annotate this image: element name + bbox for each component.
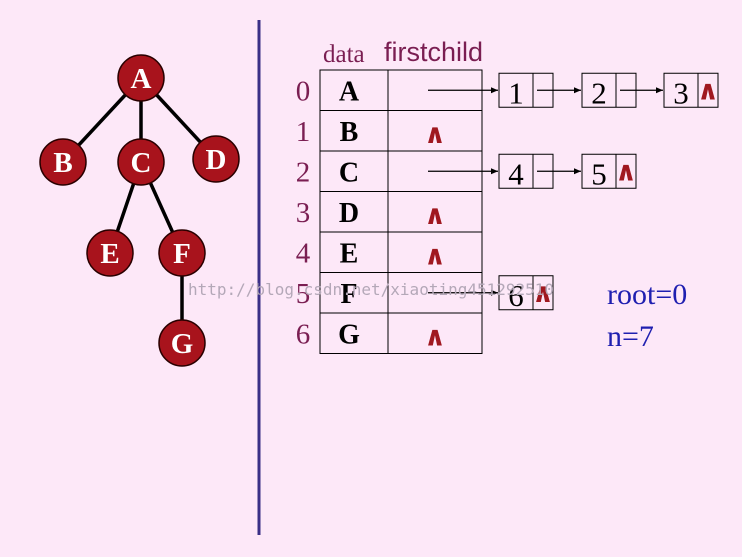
tree-node-circle <box>39 138 87 186</box>
row-data: F <box>340 279 357 310</box>
tree-node-label: B <box>53 147 72 179</box>
tree-node-circle <box>158 229 206 277</box>
tree-node-circle <box>117 54 165 102</box>
child-list-node: 6∧ <box>498 275 554 313</box>
tree-node-label: F <box>173 238 191 270</box>
tree-node-circle <box>86 229 134 277</box>
null-pointer-mark: ∧ <box>532 278 554 309</box>
child-node-value: 6 <box>508 278 524 313</box>
tree-node-g: G <box>158 319 206 367</box>
tree-node-label: E <box>100 238 119 270</box>
child-node-value: 3 <box>673 75 689 110</box>
null-pointer-mark: ∧ <box>697 75 719 106</box>
tree-node-circle <box>158 319 206 367</box>
null-pointer-mark: ∧ <box>615 156 637 187</box>
tree-node-f: F <box>158 229 206 277</box>
tree-node-label: D <box>206 144 227 176</box>
row-data: A <box>339 76 360 107</box>
null-pointer-mark: ∧ <box>424 200 446 231</box>
child-node-box <box>498 275 554 311</box>
tree-node-a: A <box>117 54 165 102</box>
child-node-value: 5 <box>591 156 607 191</box>
null-pointer-mark: ∧ <box>424 321 446 352</box>
tree-node-circle <box>117 138 165 186</box>
null-pointer-mark: ∧ <box>424 240 446 271</box>
row-index: 6 <box>296 318 311 350</box>
row-data: B <box>340 117 359 148</box>
tree-node-label: C <box>131 147 152 179</box>
child-list-node: 2 <box>581 72 663 110</box>
row-index: 4 <box>296 237 311 269</box>
child-node-value: 4 <box>508 156 524 191</box>
child-node-value: 1 <box>508 75 524 110</box>
tree-node-circle <box>192 135 240 183</box>
tree-node-c: C <box>117 138 165 186</box>
tree-node-d: D <box>192 135 240 183</box>
header-firstchild-label: firstchild <box>384 37 483 67</box>
child-list-node: 5∧ <box>581 153 637 191</box>
row-index: 3 <box>296 197 311 229</box>
tree-node-b: B <box>39 138 87 186</box>
null-pointer-mark: ∧ <box>424 119 446 150</box>
table-outline <box>319 69 483 354</box>
child-list-node: 4 <box>498 153 581 191</box>
root-info: root=0 <box>607 278 687 311</box>
row-index: 5 <box>296 278 311 310</box>
row-data: E <box>340 238 359 269</box>
node-count-info: n=7 <box>607 320 654 353</box>
tree-node-label: A <box>131 63 152 95</box>
tree-node-label: G <box>171 328 194 360</box>
header-data-label: data <box>323 41 365 68</box>
tree-nodes: A B C D E F G <box>39 54 240 367</box>
row-index: 1 <box>296 116 311 148</box>
row-index: 2 <box>296 156 311 188</box>
child-node-box <box>663 72 719 108</box>
row-data: D <box>339 198 359 229</box>
row-index: 0 <box>296 75 311 107</box>
watermark-text: http://blog.csdn.net/xiaoting451292510 <box>188 280 554 299</box>
tree-edges <box>61 76 218 343</box>
child-node-box <box>581 153 637 189</box>
child-list-f: 6∧ <box>428 275 554 313</box>
row-data: C <box>339 157 359 188</box>
child-list-node: 1 <box>498 72 581 110</box>
child-node-value: 2 <box>591 75 607 110</box>
tree-node-e: E <box>86 229 134 277</box>
child-list-node: 3∧ <box>663 72 719 110</box>
row-data: G <box>338 319 360 350</box>
tree-diagram: A B C D E F G <box>39 54 240 367</box>
